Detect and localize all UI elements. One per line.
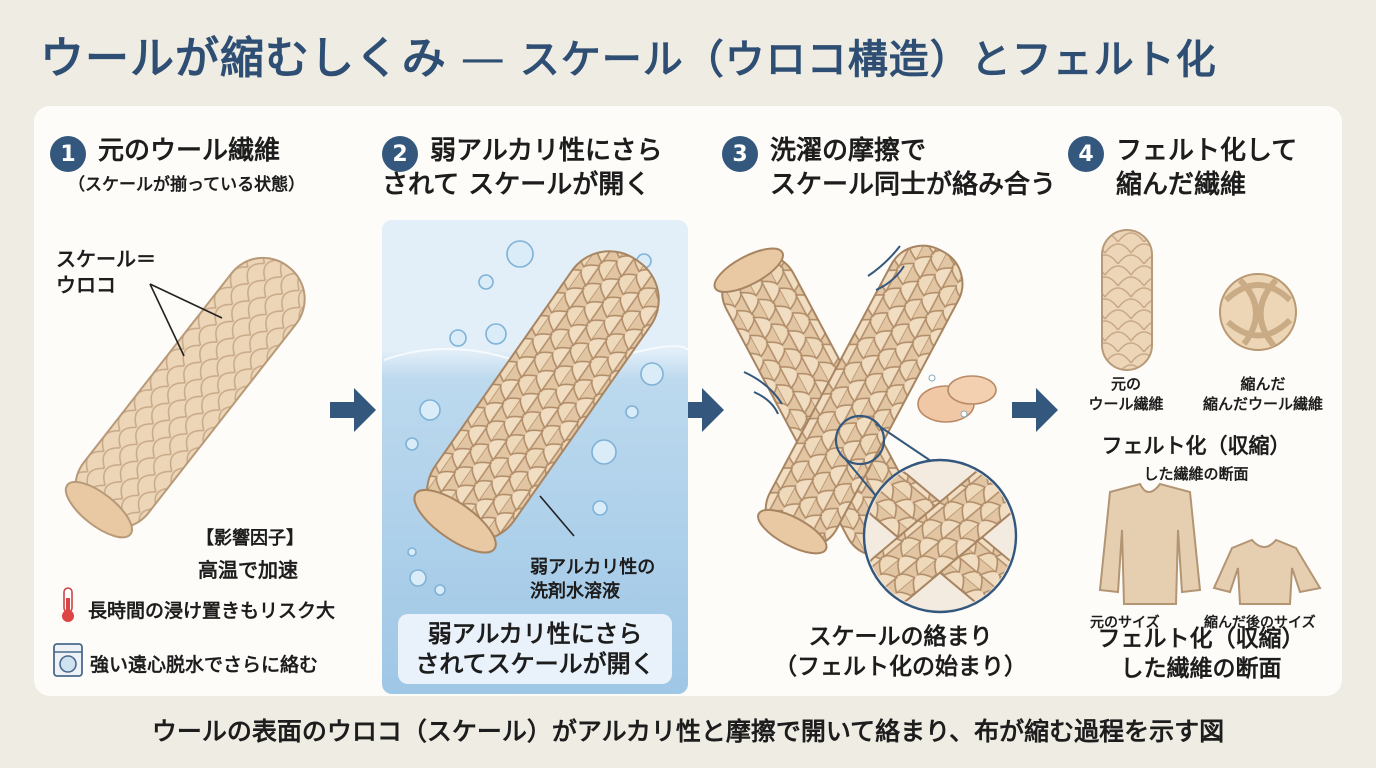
arrow-right-icon bbox=[1012, 388, 1058, 432]
title-sub: スケール（ウロコ構造）とフェルト化 bbox=[519, 37, 1217, 83]
title-dash: — bbox=[460, 33, 506, 84]
step1-header: 1 元のウール繊維 （スケールが揃っている状態） bbox=[50, 134, 305, 195]
scale-label-line1: スケール＝ bbox=[56, 247, 156, 271]
step2-title-line2: されて スケールが開く bbox=[382, 170, 651, 200]
orig-fiber-label: 元の ウール繊維 bbox=[1078, 374, 1174, 414]
felt-bottom-label-line2: した繊維の断面 bbox=[1120, 656, 1282, 682]
scale-label-line2: ウロコ bbox=[56, 273, 116, 297]
title-main: ウールが縮むしくみ bbox=[40, 33, 447, 84]
shrunk-size-label: 縮んだ後のサイズ bbox=[1204, 615, 1316, 631]
shrunk-fiber-label-line1: 縮んだ bbox=[1240, 375, 1286, 393]
felt-bottom-label: フェルト化（収縮） した繊維の断面 bbox=[1096, 624, 1306, 684]
felt-bottom-label-line1: フェルト化（収縮） bbox=[1097, 626, 1305, 652]
washing-hands-icon bbox=[917, 374, 997, 423]
arrow-right-icon bbox=[330, 388, 376, 432]
factor-soak: 長時間の浸け置きもリスク大 bbox=[88, 600, 336, 622]
solution-label-line1: 弱アルカリ性の bbox=[530, 557, 656, 578]
step3-caption-line1: スケールの絡まり bbox=[808, 624, 993, 650]
felted-fiber-ball bbox=[1219, 273, 1297, 351]
shrunk-fiber-label: 縮んだ 縮んだウール繊維 bbox=[1188, 374, 1338, 414]
factor-heat: 高温で加速 bbox=[198, 558, 298, 582]
step3-header: 3 洗濯の摩擦で スケール同士が絡み合う bbox=[722, 134, 1056, 202]
opened-fiber bbox=[413, 250, 660, 554]
step3-title-line2: スケール同士が絡み合う bbox=[770, 170, 1057, 200]
fiber-b bbox=[757, 244, 964, 555]
step2-number-badge: 2 bbox=[382, 136, 418, 172]
scale-label: スケール＝ ウロコ bbox=[56, 246, 156, 298]
felt-label-line2: した繊維の断面 bbox=[1143, 465, 1249, 483]
original-size-label: 元のサイズ bbox=[1090, 615, 1160, 631]
step4-title-line2: 縮んだ繊維 bbox=[1116, 170, 1247, 200]
step2-header: 2 弱アルカリ性にさら されて スケールが開く bbox=[382, 134, 662, 202]
step3-caption: スケールの絡まり （フェルト化の始まり） bbox=[774, 622, 1027, 682]
felt-label: フェルト化（収縮） した繊維の断面 bbox=[1096, 432, 1296, 488]
page-title: ウールが縮むしくみ — スケール（ウロコ構造）とフェルト化 bbox=[40, 22, 1217, 86]
magnified-tangle bbox=[862, 458, 1018, 614]
step4-number-badge: 4 bbox=[1068, 136, 1104, 172]
original-fiber bbox=[64, 256, 306, 539]
orig-fiber-label-line1: 元の bbox=[1110, 375, 1141, 393]
footer-caption: ウールの表面のウロコ（スケール）がアルカリ性と摩擦で開いて絡まり、布が縮む過程を… bbox=[151, 717, 1225, 746]
step4-header: 4 フェルト化して 縮んだ繊維 bbox=[1068, 134, 1297, 202]
solution-label-line2: 洗剤水溶液 bbox=[530, 581, 620, 602]
step2-caption-line2: されてスケールが開く bbox=[415, 650, 655, 678]
orig-fiber-label-line2: ウール繊維 bbox=[1088, 395, 1164, 413]
step2-title-line1: 弱アルカリ性にさら bbox=[430, 136, 663, 166]
solution-label: 弱アルカリ性の 洗剤水溶液 bbox=[530, 556, 655, 604]
motion-lines bbox=[743, 245, 905, 415]
washing-machine-icon bbox=[53, 643, 83, 677]
step3-caption-line2: （フェルト化の始まり） bbox=[774, 654, 1027, 680]
shrunk-fiber-label-line2: 縮んだウール繊維 bbox=[1202, 395, 1323, 413]
step2-caption: 弱アルカリ性にさら されてスケールが開く bbox=[398, 614, 672, 684]
factors-heading: 【影響因子】 bbox=[196, 528, 304, 549]
step1-number-badge: 1 bbox=[50, 136, 86, 172]
felt-label-line1: フェルト化（収縮） bbox=[1101, 434, 1291, 458]
original-fiber-small bbox=[1101, 229, 1153, 371]
shrunk-sweater-icon bbox=[1212, 538, 1322, 605]
step1-subtitle: （スケールが揃っている状態） bbox=[68, 175, 306, 195]
step3-title-line1: 洗濯の摩擦で bbox=[770, 136, 927, 166]
original-sweater-icon bbox=[1098, 482, 1202, 605]
step2-caption-line1: 弱アルカリ性にさら bbox=[427, 620, 643, 648]
arrow-right-icon bbox=[678, 388, 724, 432]
thermometer-icon bbox=[62, 587, 74, 622]
step3-number-badge: 3 bbox=[722, 136, 758, 172]
factor-spin: 強い遠心脱水でさらに絡む bbox=[90, 654, 319, 676]
step4-title-line1: フェルト化して bbox=[1116, 136, 1298, 166]
step1-title: 元のウール繊維 bbox=[98, 136, 281, 166]
